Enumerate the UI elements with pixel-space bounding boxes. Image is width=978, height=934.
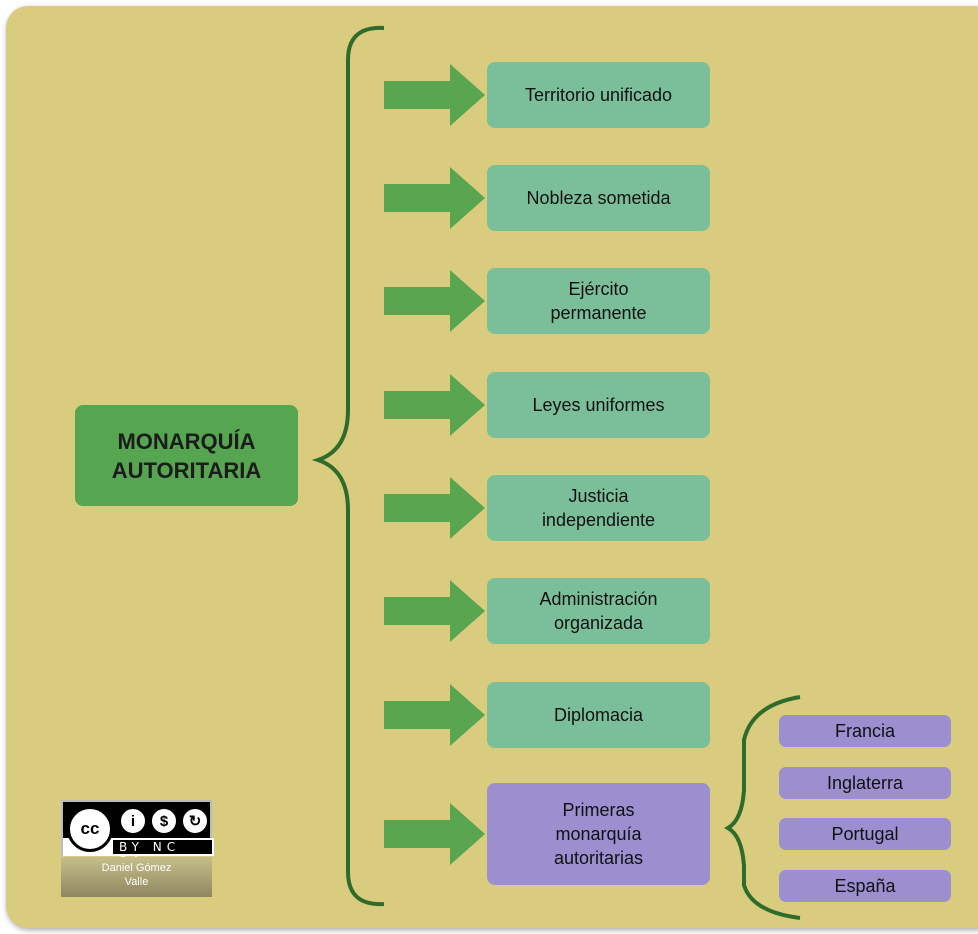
arrow-right-icon bbox=[384, 270, 485, 332]
first-monarchies-box: Primeras monarquía autoritarias bbox=[487, 783, 710, 885]
country-box-espana: España bbox=[779, 870, 951, 902]
country-label: Portugal bbox=[831, 823, 899, 844]
country-label: Inglaterra bbox=[826, 772, 904, 793]
arrow-right-icon bbox=[384, 684, 485, 746]
noncommercial-icon: $ bbox=[150, 807, 178, 835]
arrow-right-icon bbox=[384, 580, 485, 642]
attribution-icon: i bbox=[119, 807, 147, 835]
country-label: España bbox=[834, 875, 896, 896]
characteristic-label: Ejército permanente bbox=[550, 279, 647, 323]
characteristic-box: Nobleza sometida bbox=[487, 165, 710, 231]
license-author: Daniel Gómez Valle bbox=[61, 857, 212, 897]
characteristic-box: Ejército permanente bbox=[487, 268, 710, 334]
characteristic-label: Leyes uniformes bbox=[532, 395, 665, 415]
cc-logo-icon: cc bbox=[67, 806, 113, 852]
country-box-portugal: Portugal bbox=[779, 818, 951, 850]
characteristic-label: Justicia independiente bbox=[541, 486, 656, 530]
countries-brace bbox=[723, 695, 801, 920]
arrow-right-icon bbox=[384, 167, 485, 229]
main-brace bbox=[311, 25, 385, 907]
characteristic-label: Administración organizada bbox=[539, 589, 658, 633]
main-concept-box: MONARQUÍA AUTORITARIA bbox=[75, 405, 298, 506]
country-box-inglaterra: Inglaterra bbox=[779, 767, 951, 799]
arrow-right-icon bbox=[384, 803, 485, 865]
characteristic-box: Administración organizada bbox=[487, 578, 710, 644]
first-monarchies-label: Primeras monarquía autoritarias bbox=[553, 800, 644, 868]
characteristic-box: Justicia independiente bbox=[487, 475, 710, 541]
characteristic-box: Territorio unificado bbox=[487, 62, 710, 128]
sharealike-icon: ↻ bbox=[181, 807, 209, 835]
license-badge: cc i $ ↻ BY NC SA Daniel Gómez Valle bbox=[61, 800, 214, 897]
main-concept-label: MONARQUÍA AUTORITARIA bbox=[111, 428, 262, 483]
arrow-right-icon bbox=[384, 374, 485, 436]
characteristic-label: Nobleza sometida bbox=[526, 188, 671, 208]
characteristic-label: Diplomacia bbox=[553, 705, 644, 725]
country-label: Francia bbox=[834, 720, 896, 741]
country-box-francia: Francia bbox=[779, 715, 951, 747]
arrow-right-icon bbox=[384, 477, 485, 539]
arrow-right-icon bbox=[384, 64, 485, 126]
cc-badge-frame: cc i $ ↻ BY NC SA bbox=[61, 800, 214, 868]
characteristic-box: Diplomacia bbox=[487, 682, 710, 748]
characteristic-box: Leyes uniformes bbox=[487, 372, 710, 438]
characteristic-label: Territorio unificado bbox=[524, 85, 673, 105]
